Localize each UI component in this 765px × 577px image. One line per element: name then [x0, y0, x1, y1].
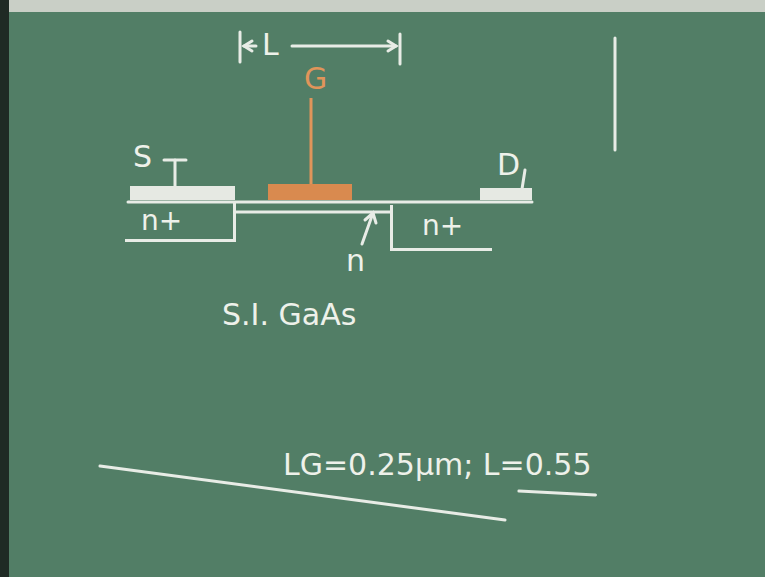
gate-metal	[268, 184, 352, 200]
board-edge	[0, 0, 9, 577]
gate-terminal	[310, 98, 313, 185]
drain-contact	[480, 188, 532, 200]
terminal-label: L	[262, 28, 279, 61]
terminal-label: G	[304, 62, 327, 95]
surface-line	[128, 201, 532, 204]
dimension-tick	[399, 34, 402, 64]
underline	[519, 491, 596, 495]
leader-arrowhead	[365, 213, 376, 223]
chalk-line	[614, 38, 617, 150]
dimension-tick	[239, 32, 242, 62]
terminal-label: S	[133, 140, 152, 173]
board-frame	[0, 0, 765, 12]
dimension-arrowhead	[244, 41, 252, 51]
n-plus-region: n+	[125, 203, 236, 242]
terminal-label: n	[346, 244, 365, 277]
region-label: n+	[422, 211, 463, 242]
source-contact	[130, 186, 235, 200]
substrate-label: S.I. GaAs	[222, 298, 356, 331]
drain-terminal	[522, 170, 525, 189]
n-plus-region: n+	[390, 205, 492, 251]
terminal-label: D	[497, 148, 520, 181]
dimension-note: LG=0.25μm; L=0.55	[283, 448, 592, 481]
channel-layer	[236, 211, 390, 214]
region-label: n+	[141, 206, 182, 237]
dimension-arrowhead	[388, 41, 396, 51]
dimension-arrow	[292, 45, 396, 48]
source-terminal	[174, 160, 177, 187]
